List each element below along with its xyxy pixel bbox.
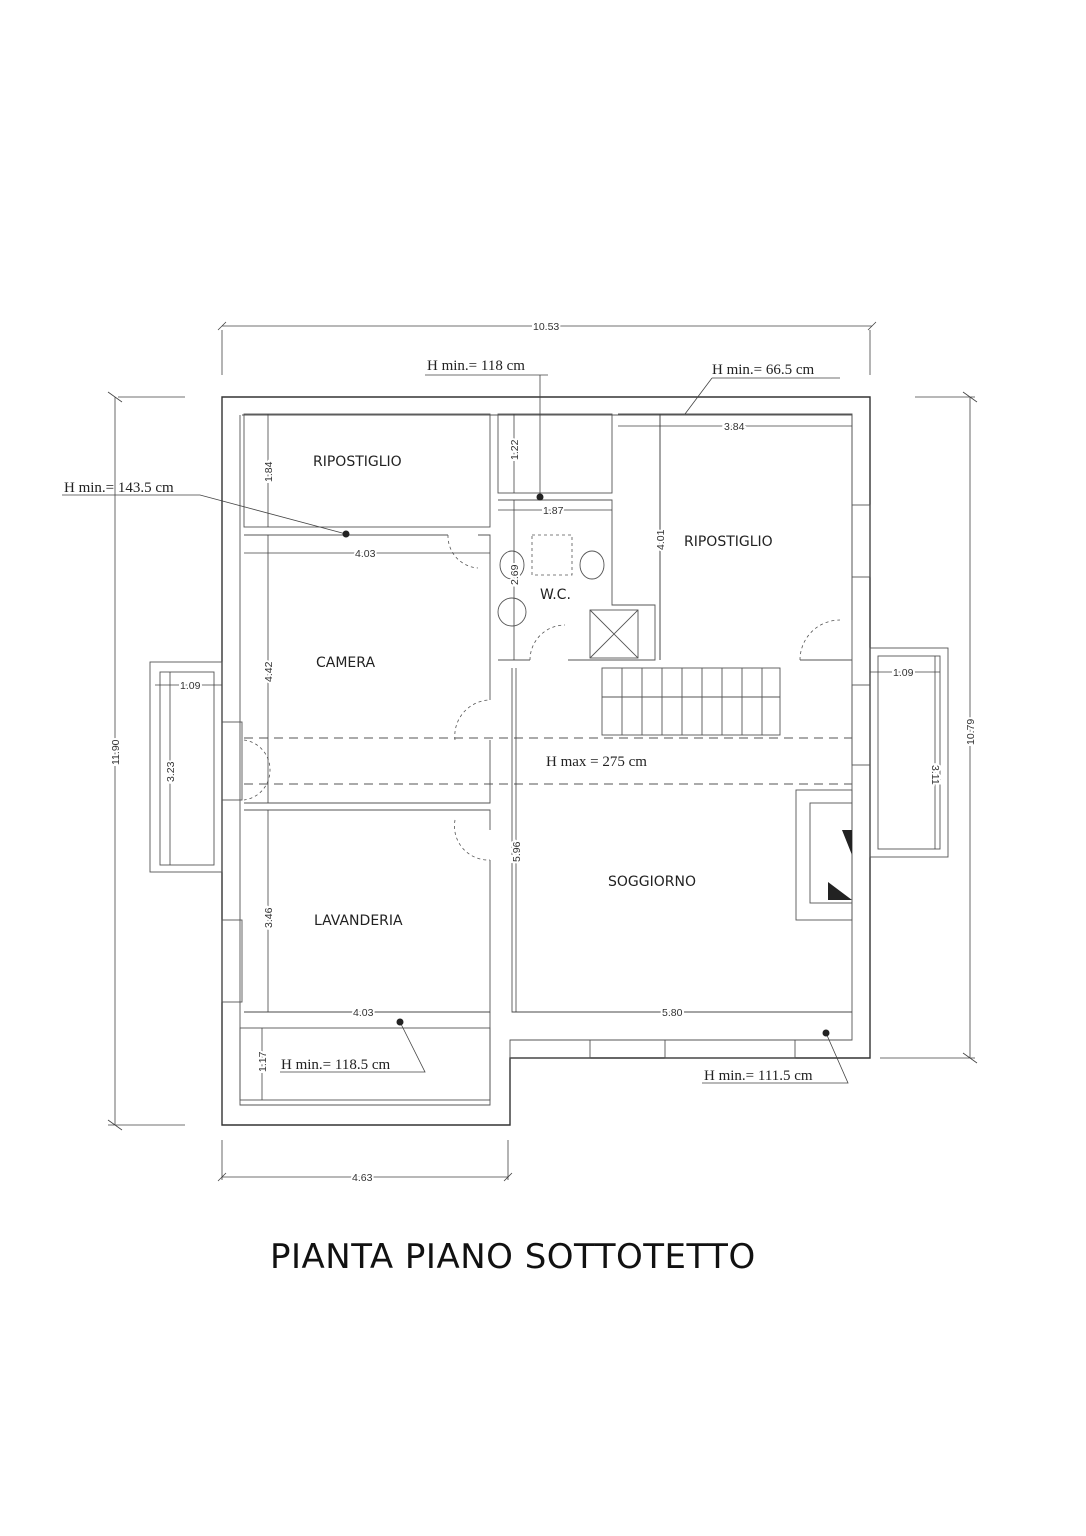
dim-camera-width: 4.03 [355, 548, 376, 560]
height-max: H max = 275 cm [546, 754, 647, 770]
dim-right-balcony-width: 1.09 [893, 667, 914, 679]
dimension-lines [107, 321, 978, 1182]
dim-left-balcony-height: 3.23 [165, 761, 177, 782]
dim-camera-height: 4.42 [263, 661, 275, 682]
dim-lavanderia-width: 4.03 [353, 1007, 374, 1019]
dim-lavanderia-height: 3.46 [263, 907, 275, 928]
dim-soggiorno-height: 5.96 [511, 841, 523, 862]
fireplace [795, 789, 853, 921]
dim-overall-height-left: 11.90 [110, 739, 122, 765]
dim-soggiorno-width: 5.80 [662, 1007, 683, 1019]
dim-wc-height: 2.69 [509, 564, 521, 585]
dim-left-balcony-width: 1.09 [180, 680, 201, 692]
room-camera: CAMERA [316, 655, 375, 671]
doors [243, 534, 841, 861]
windows [221, 504, 871, 1059]
height-leaders [62, 374, 849, 1084]
dim-overall-width: 10.53 [533, 321, 559, 333]
wc-fixtures [497, 534, 639, 659]
dimension-labels: 10.53 11.90 10.79 4.63 1.84 4.03 4.42 1.… [108, 319, 979, 1186]
room-ripostiglio-left: RIPOSTIGLIO [313, 454, 402, 470]
height-118: H min.= 118 cm [427, 358, 525, 374]
height-143-5: H min.= 143.5 cm [64, 480, 174, 496]
room-ripostiglio-right: RIPOSTIGLIO [684, 534, 773, 550]
dim-wc-width: 1.87 [543, 505, 564, 517]
plan-title: PIANTA PIANO SOTTOTETTO [270, 1237, 756, 1277]
dim-balcony-bottom-height: 1.17 [257, 1051, 269, 1072]
room-soggiorno: SOGGIORNO [608, 874, 696, 890]
height-111-5: H min.= 111.5 cm [704, 1068, 813, 1084]
stairs [601, 667, 781, 736]
dim-ripostiglio-right-width: 3.84 [724, 421, 745, 433]
dim-ripostiglio-right-height: 4.01 [655, 529, 667, 550]
room-labels: RIPOSTIGLIO RIPOSTIGLIO W.C. CAMERA LAVA… [313, 454, 773, 929]
room-lavanderia: LAVANDERIA [314, 913, 403, 929]
height-118-5: H min.= 118.5 cm [281, 1057, 390, 1073]
dim-bottom-width: 4.63 [352, 1172, 373, 1184]
dim-ripostiglio-left-height: 1.84 [263, 461, 275, 482]
height-labels: H min.= 118 cm H min.= 66.5 cm H min.= 1… [64, 358, 815, 1084]
room-wc: W.C. [540, 587, 571, 603]
dim-wc-top-height: 1.22 [509, 439, 521, 460]
height-66-5: H min.= 66.5 cm [712, 362, 815, 378]
dim-right-balcony-height: 3.11 [929, 765, 941, 785]
dim-overall-height-right: 10.79 [965, 719, 977, 745]
